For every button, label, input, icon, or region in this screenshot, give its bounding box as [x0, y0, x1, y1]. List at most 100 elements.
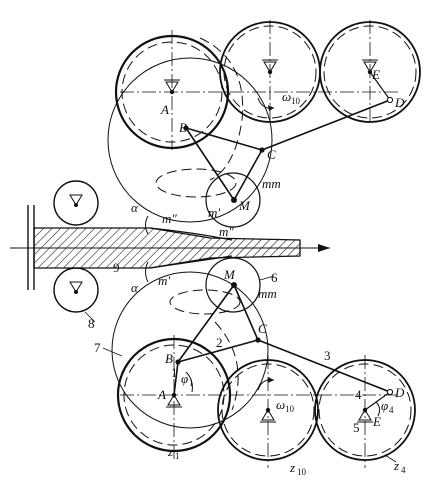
- svg-text:10: 10: [285, 404, 295, 414]
- label-mm-upper: mm: [262, 176, 281, 191]
- pivot-A-lower: [166, 392, 182, 408]
- joint-C-upper: [259, 147, 265, 153]
- svg-text:1: 1: [189, 378, 194, 388]
- label-9: 9: [113, 260, 120, 275]
- pivot-E-lower: [357, 407, 373, 423]
- upper-link-CD: [261, 99, 391, 151]
- lower-link-BM: [177, 284, 235, 363]
- upper-mm-curve: [155, 168, 237, 198]
- label-alpha-lower: α: [131, 280, 139, 295]
- joint-D-upper: [386, 96, 394, 104]
- label-mm-lower: mm: [258, 286, 277, 301]
- svg-text:ω: ω: [282, 89, 291, 104]
- side-roll-lower-pivot: [69, 281, 83, 294]
- side-roll-upper: [53, 180, 99, 226]
- label-E-upper: E: [371, 67, 380, 82]
- leader-7: [102, 347, 123, 357]
- label-1: 1: [171, 365, 178, 380]
- upper-omega-arrowhead: [268, 105, 274, 111]
- label-phi4: φ 4: [381, 398, 394, 415]
- upper-mechanism: [107, 20, 421, 228]
- joint-B-lower: [175, 359, 181, 365]
- joint-C-lower: [255, 337, 261, 343]
- label-8: 8: [88, 316, 95, 331]
- alpha-arc-lower: [145, 261, 149, 283]
- joint-D-lower: [386, 388, 394, 396]
- joint-M-upper: [231, 197, 237, 203]
- lower-omega-arrow: [257, 379, 275, 391]
- svg-text:z: z: [289, 460, 295, 475]
- svg-text:ω: ω: [276, 397, 285, 412]
- lower-crank-ED: [364, 391, 391, 411]
- leader-z4: [384, 454, 397, 463]
- svg-text:1: 1: [175, 451, 180, 461]
- pivot-E-upper: [362, 59, 378, 75]
- label-D-upper: D: [394, 95, 405, 110]
- label-z10: z 10: [289, 460, 307, 477]
- label-omega10-lower: ω 10: [276, 397, 295, 414]
- lower-mm-curve: [169, 289, 241, 315]
- upper-link-BC: [185, 127, 263, 151]
- upper-crank-circle: [107, 57, 273, 223]
- joint-B-upper: [183, 125, 189, 131]
- alpha-arc-upper: [145, 215, 149, 235]
- label-M-upper: M: [238, 198, 251, 213]
- upper-work-roll: [205, 172, 261, 228]
- phi4-arc: [375, 401, 381, 417]
- label-7: 7: [94, 340, 101, 355]
- label-omega10-upper: ω 10: [282, 89, 301, 106]
- label-A-lower: A: [157, 387, 166, 402]
- leader-6: [259, 275, 275, 281]
- label-m-prime-lower: m′: [158, 273, 170, 288]
- label-6: 6: [271, 270, 278, 285]
- upper-path-curve: [199, 37, 244, 181]
- pivot-A-upper: [164, 79, 180, 95]
- svg-text:φ: φ: [181, 371, 188, 386]
- upper-crank-ED: [369, 71, 391, 101]
- lower-crank-AB: [173, 361, 179, 396]
- lower-link-CD: [257, 339, 391, 393]
- m-dprime-contact: [149, 227, 233, 241]
- lower-link-BC: [177, 339, 259, 363]
- label-B-lower: B: [165, 351, 173, 366]
- upper-link-MC: [233, 149, 263, 201]
- phi1-arc: [185, 371, 193, 393]
- strip-and-side-rolls: [10, 180, 330, 313]
- label-3: 3: [324, 348, 331, 363]
- rolling-axis-arrowhead: [318, 244, 330, 252]
- upper-link-BM: [185, 127, 235, 201]
- label-A-upper: A: [160, 102, 169, 117]
- lower-path-curve: [214, 321, 239, 411]
- label-z4: z 4: [393, 458, 406, 475]
- svg-text:4: 4: [389, 405, 394, 415]
- leader-8: [84, 311, 96, 323]
- svg-text:z: z: [167, 444, 173, 459]
- joint-M-lower: [231, 282, 237, 288]
- lower-work-roll: [205, 257, 261, 313]
- lower-mechanism: [84, 257, 416, 468]
- label-M-lower: M: [223, 267, 236, 282]
- lower-omega-arrowhead: [268, 377, 274, 383]
- label-D-lower: D: [394, 385, 405, 400]
- svg-text:10: 10: [297, 467, 307, 477]
- svg-text:φ: φ: [381, 398, 388, 413]
- label-m-prime-upper: m′: [208, 205, 220, 220]
- pivot-10-lower: [260, 407, 276, 423]
- label-phi1: φ 1: [181, 371, 194, 388]
- lower-crank-circle: [111, 271, 269, 429]
- label-z1: z 1: [167, 444, 180, 461]
- label-2: 2: [216, 335, 223, 350]
- upper-omega-arrow: [257, 97, 275, 109]
- label-m-dprime-1: m″: [162, 211, 177, 226]
- lower-link-MC: [233, 284, 259, 341]
- label-5: 5: [353, 420, 360, 435]
- svg-text:4: 4: [401, 465, 406, 475]
- label-m-dprime-2: m″: [219, 224, 234, 239]
- label-E-lower: E: [372, 414, 381, 429]
- pivot-10-upper: [262, 59, 278, 75]
- svg-text:10: 10: [291, 96, 301, 106]
- labels: A B C D E M mm ω 10 α m″ m′ m″ α m′ 9 6 …: [88, 67, 406, 477]
- label-C-lower: C: [258, 321, 267, 336]
- side-roll-upper-pivot: [69, 194, 83, 207]
